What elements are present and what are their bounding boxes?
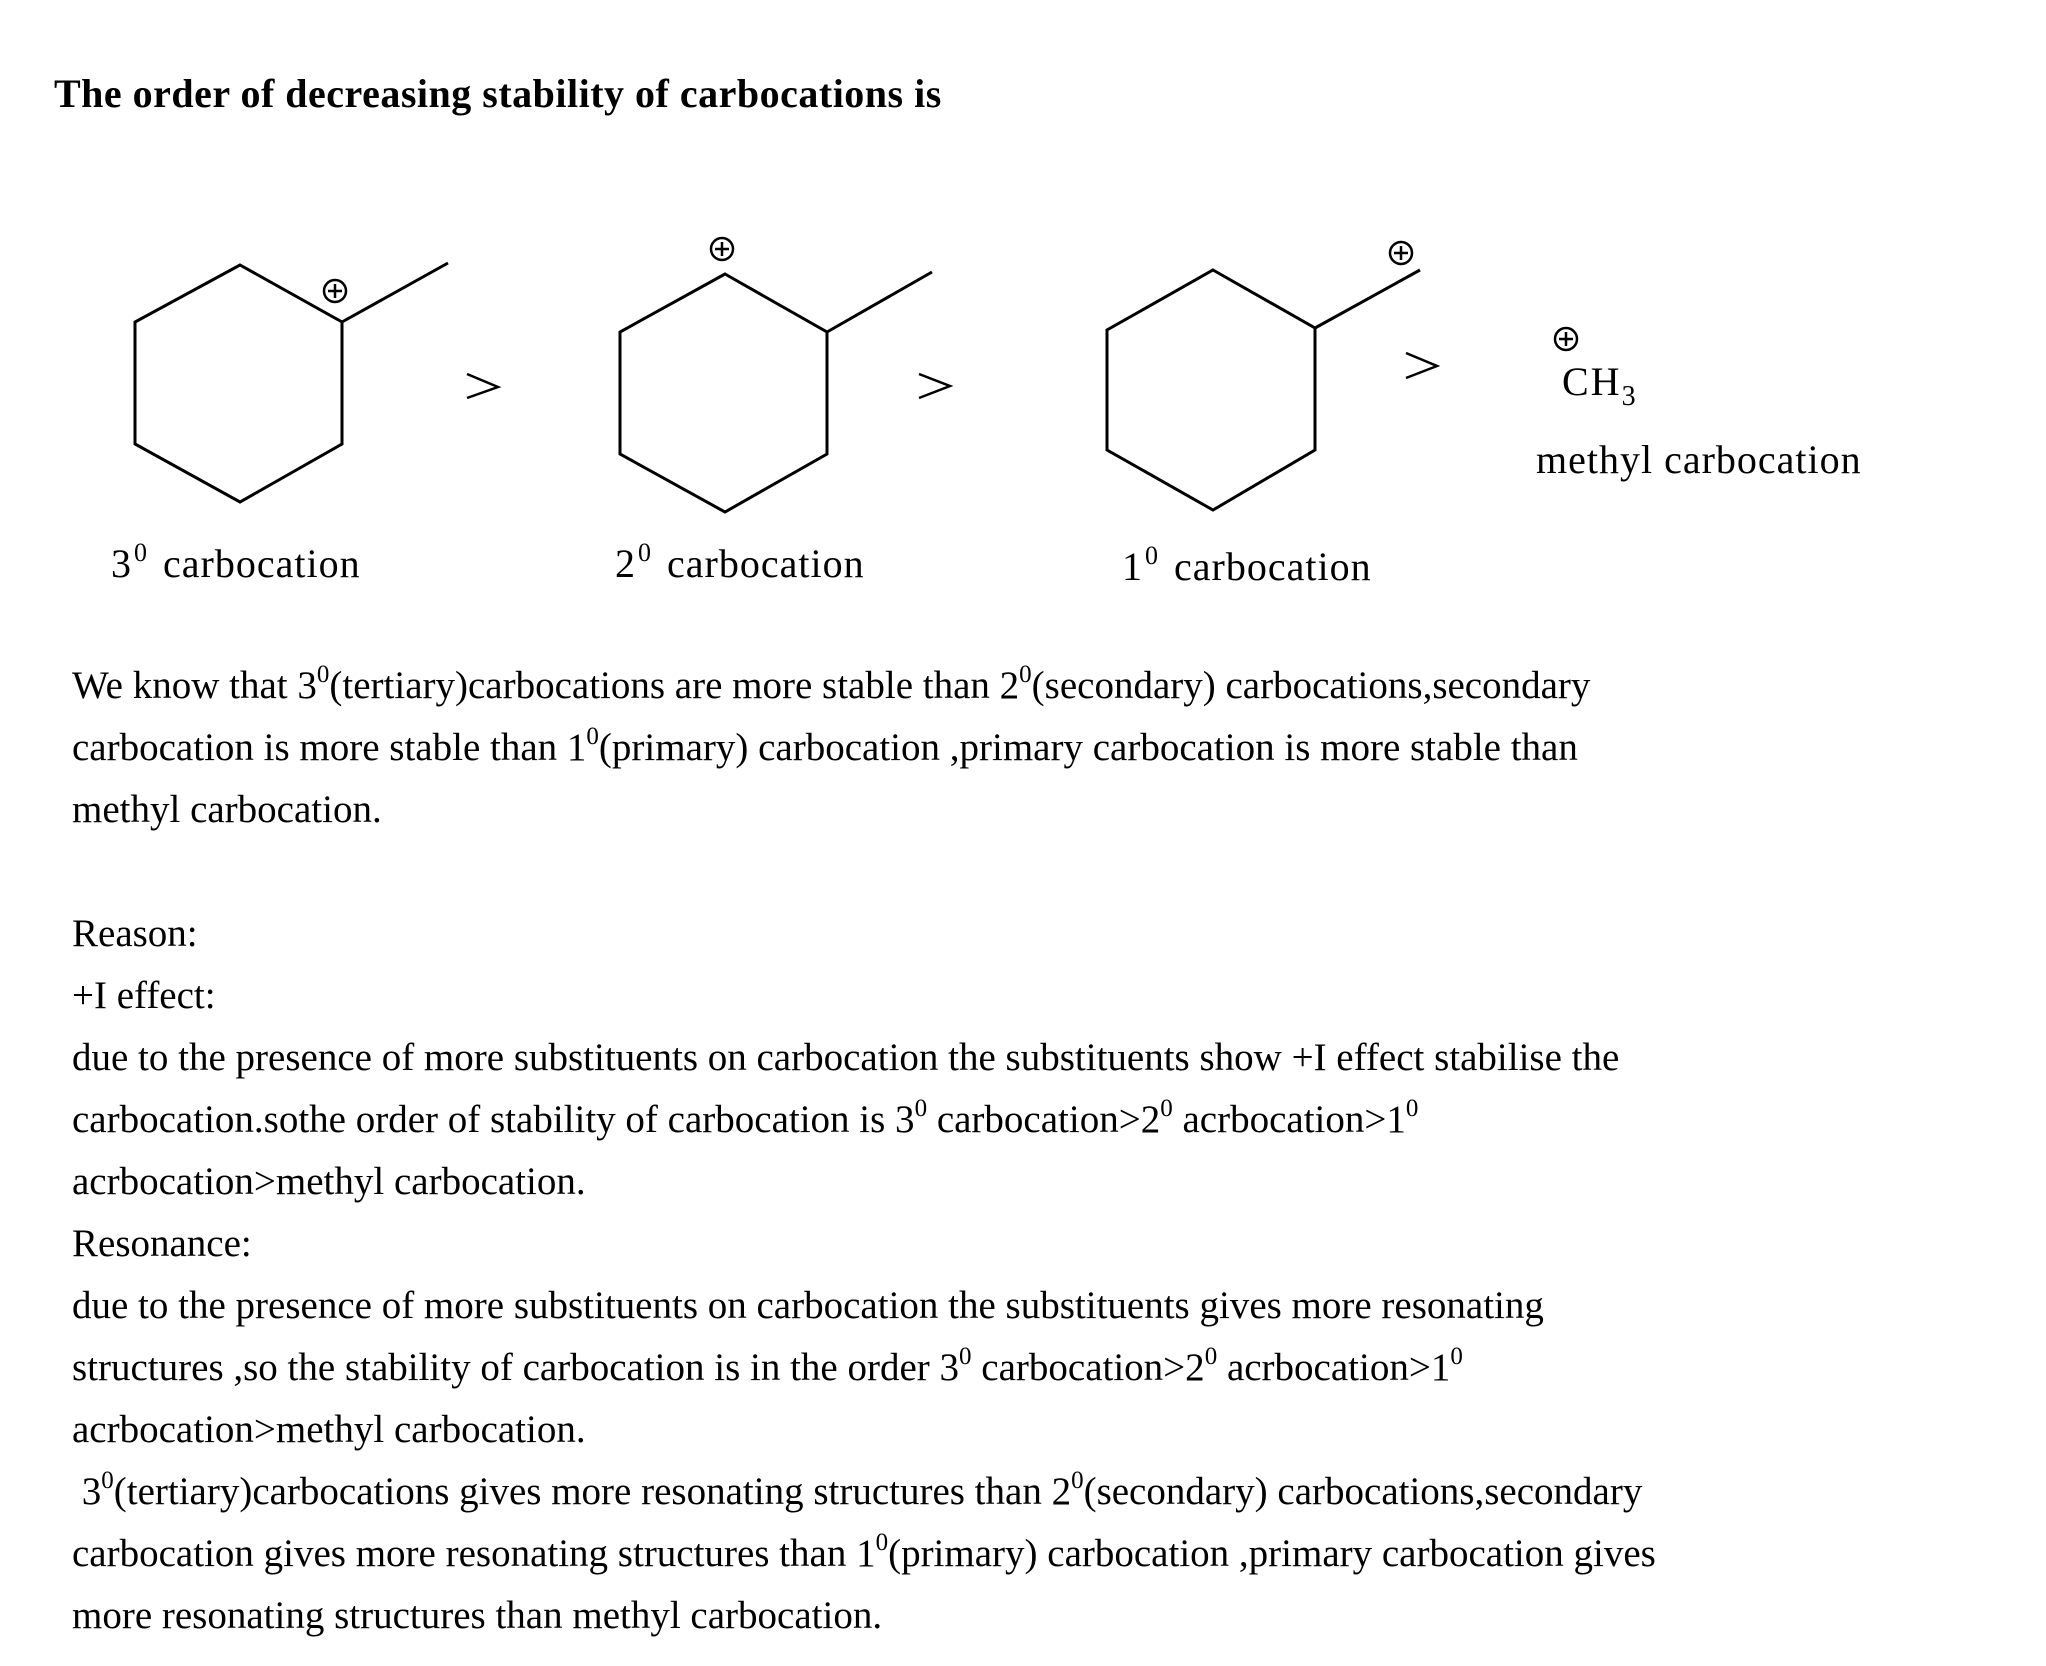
formula-main: CH [1562,359,1622,404]
degree-superscript: 0 [101,1467,114,1494]
resonance-summary-line-1: 30(tertiary)carbocations gives more reso… [72,1461,2032,1523]
resonance-line-3: acrbocation>methyl carbocation. [72,1408,586,1451]
inductive-line-2: carbocation.sothe order of stability of … [72,1089,2032,1151]
degree-superscript: 0 [1145,541,1159,570]
tertiary-carbocation-label: 30 carbocation [111,538,361,587]
plus-charge-icons [322,236,1579,352]
carbocation-structures-diagram [133,236,1579,514]
text-run: (primary) carbocation ,primary carbocati… [888,1532,1656,1575]
degree-superscript: 0 [1204,1343,1218,1370]
degree-number: 3 [111,541,132,586]
secondary-carbocation-structure [618,270,933,514]
primary-carbocation-structure [1105,268,1421,512]
text-run: carbocation gives more resonating struct… [72,1532,876,1575]
plus-charge-icon-tertiary [322,278,348,304]
text-run: carbocation>2 [927,1098,1161,1141]
primary-carbocation-label: 10 carbocation [1122,541,1372,590]
plus-charge-icon-primary [1388,240,1414,266]
degree-number: 2 [615,541,636,586]
reason-heading: Reason: [72,912,198,955]
inductive-line-3: acrbocation>methyl carbocation. [72,1160,586,1203]
methyl-carbocation-label: methyl carbocation [1536,437,1862,482]
intro-line-2: carbocation is more stable than 10(prima… [72,717,2032,779]
text-run: carbocation>2 [971,1346,1205,1389]
greater-than-icon-2 [918,372,954,400]
degree-superscript: 0 [1450,1343,1463,1370]
degree-superscript: 0 [959,1343,972,1370]
text-run: acrbocation>1 [1217,1346,1451,1389]
greater-than-icon-1 [466,372,502,400]
plus-charge-icon-methyl [1553,326,1579,352]
explanation-body: We know that 30(tertiary)carbocations ar… [72,655,2032,1647]
degree-superscript: 0 [1019,661,1032,688]
text-run: (secondary) carbocations,secondary [1031,664,1591,707]
text-run: carbocation.sothe order of stability of … [72,1098,915,1141]
degree-superscript: 0 [638,538,652,567]
resonance-summary-line-2: carbocation gives more resonating struct… [72,1523,2032,1585]
label-text: carbocation [163,541,361,586]
text-run: acrbocation>1 [1172,1098,1406,1141]
text-run: (secondary) carbocations,secondary [1083,1470,1643,1513]
label-text: carbocation [667,541,865,586]
text-run: (tertiary)carbocations are more stable t… [329,664,1020,707]
text-run: (tertiary)carbocations gives more resona… [113,1470,1072,1513]
resonance-line-2: structures ,so the stability of carbocat… [72,1337,2032,1399]
degree-superscript: 0 [586,723,599,750]
degree-superscript: 0 [914,1095,928,1122]
secondary-carbocation-label: 20 carbocation [615,538,865,587]
tertiary-carbocation-structure [133,261,449,504]
resonance-line-1: due to the presence of more substituents… [72,1284,1544,1327]
text-run: (primary) carbocation ,primary carbocati… [598,726,1578,769]
methyl-carbocation-formula: CH3 [1562,358,1638,413]
text-run: carbocation is more stable than 1 [72,726,587,769]
page-title: The order of decreasing stability of car… [54,71,942,116]
degree-superscript: 0 [1071,1467,1084,1494]
intro-line-3: methyl carbocation. [72,788,382,831]
inductive-line-1: due to the presence of more substituents… [72,1036,1620,1079]
formula-subscript: 3 [1621,381,1638,412]
spacer [72,841,2032,903]
degree-superscript: 0 [1160,1095,1173,1122]
greater-than-icon-3 [1405,351,1441,380]
degree-number: 1 [1122,544,1143,589]
degree-superscript: 0 [875,1529,889,1556]
intro-line-1: We know that 30(tertiary)carbocations ar… [72,655,2032,717]
text-run: We know that 3 [72,664,317,707]
resonance-heading: Resonance: [72,1222,252,1265]
degree-superscript: 0 [1405,1095,1419,1122]
text-run: structures ,so the stability of carbocat… [72,1346,960,1389]
degree-superscript: 0 [316,661,330,688]
degree-superscript: 0 [134,538,148,567]
inductive-effect-heading: +I effect: [72,974,216,1017]
label-text: carbocation [1174,544,1372,589]
text-run: 3 [72,1470,102,1513]
resonance-summary-line-3: more resonating structures than methyl c… [72,1594,883,1637]
plus-charge-icon-secondary [709,236,735,262]
greater-than-icons [466,351,1441,400]
